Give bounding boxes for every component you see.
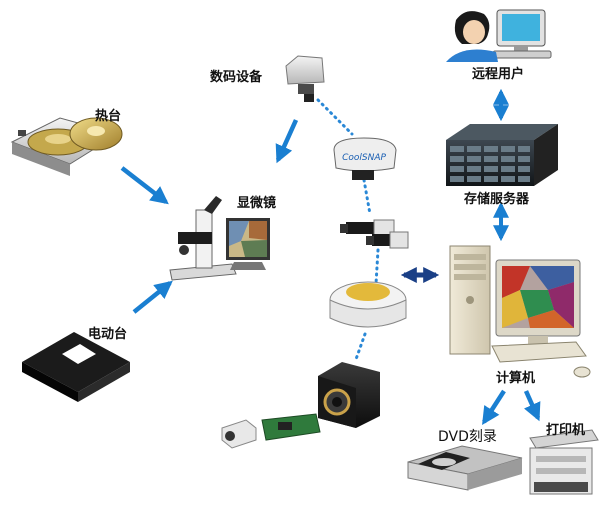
label-storage-server: 存储服务器: [464, 192, 530, 207]
label-dvd-burner: DVD刻录: [438, 429, 497, 445]
digital-device-illustration: [285, 55, 325, 102]
hot-stage-illustration: [10, 117, 123, 176]
label-hot-stage: 热台: [95, 109, 122, 124]
label-digital-device: 数码设备: [210, 70, 263, 85]
label-remote-user: 远程用户: [472, 67, 525, 82]
dotted-link-ring-ccd: [353, 332, 367, 364]
ring-light-illustration: [329, 281, 407, 328]
computer-illustration: [449, 245, 591, 378]
ccd-camera-illustration: [318, 362, 380, 428]
dotted-link-coolsnap-cameras: [362, 178, 372, 216]
coolsnap-logo: CoolSNAP: [342, 153, 386, 163]
motorized-stage-illustration: [22, 332, 130, 402]
storage-server-illustration: [446, 124, 558, 186]
dotted-link-cameras-ring: [374, 248, 380, 286]
label-printer: 打印机: [546, 423, 586, 438]
coolsnap-camera-illustration: [333, 137, 397, 180]
printer-illustration: [529, 429, 599, 495]
label-microscope: 显微镜: [237, 196, 277, 211]
flow-arrows: [120, 88, 541, 426]
dvd-burner-illustration: [407, 445, 523, 491]
capture-card-illustration: [221, 413, 321, 449]
label-computer: 计算机: [496, 371, 536, 386]
arrow-computer-to-dvd: [482, 389, 506, 426]
label-motorized-stage: 电动台: [88, 327, 128, 342]
arrow-hotstage-to-microscope: [120, 166, 169, 205]
dotted-links: [316, 98, 380, 364]
microscope-illustration: [169, 196, 270, 281]
small-cameras-illustration: [340, 219, 409, 249]
dotted-link-device-coolsnap: [316, 98, 354, 136]
arrow-computer-to-printer: [523, 390, 541, 422]
remote-user-illustration: [446, 9, 552, 62]
arrow-motorstage-to-microscope: [132, 280, 173, 314]
arrow-device-to-microscope: [275, 119, 299, 164]
